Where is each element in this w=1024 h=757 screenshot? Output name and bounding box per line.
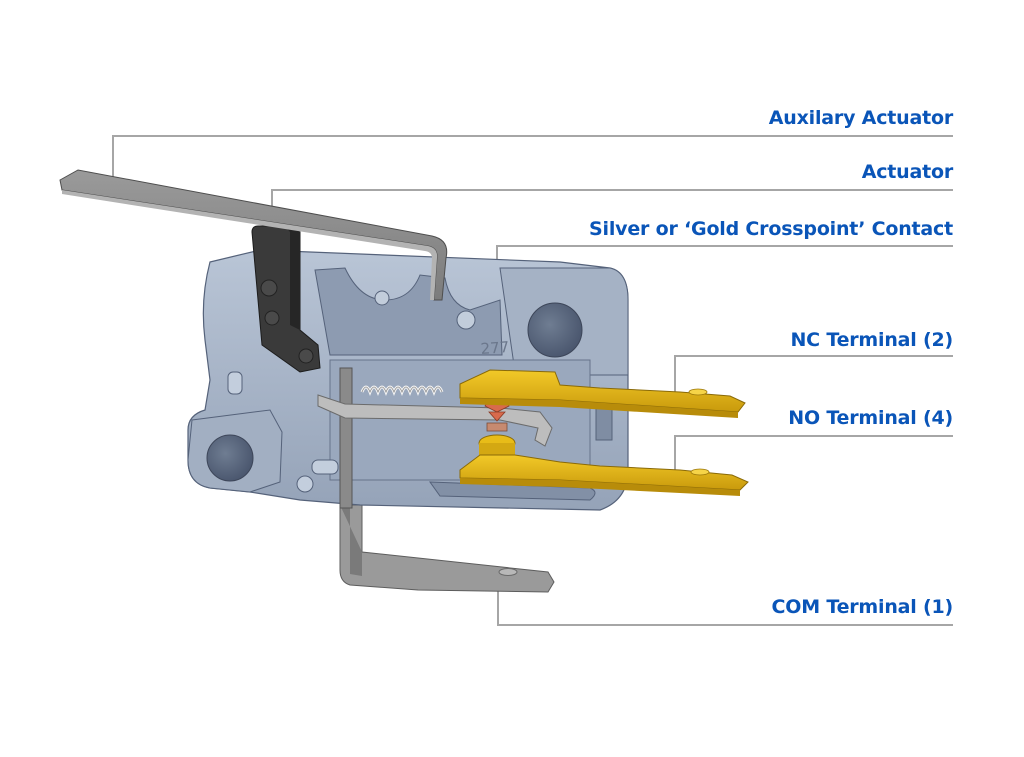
auxiliary-actuator — [59, 169, 448, 301]
label-actuator: Actuator — [861, 161, 954, 183]
leader-no-terminal — [674, 435, 953, 472]
no-terminal — [459, 434, 749, 496]
leader-nc-terminal — [674, 355, 953, 392]
label-nc-terminal: NC Terminal (2) — [790, 329, 953, 351]
com-terminal — [339, 504, 555, 593]
label-contact: Silver or ‘Gold Crosspoint’ Contact — [589, 218, 953, 240]
leader-com-terminal — [497, 588, 953, 626]
internal-mechanism — [317, 367, 553, 509]
label-no-terminal: NO Terminal (4) — [788, 407, 953, 429]
label-auxiliary-actuator: Auxilary Actuator — [768, 107, 953, 129]
label-com-terminal: COM Terminal (1) — [771, 596, 954, 618]
actuator — [251, 225, 321, 373]
leader-aux-actuator — [112, 135, 953, 182]
body-marking: 277 — [480, 338, 510, 358]
nc-terminal — [459, 369, 746, 418]
